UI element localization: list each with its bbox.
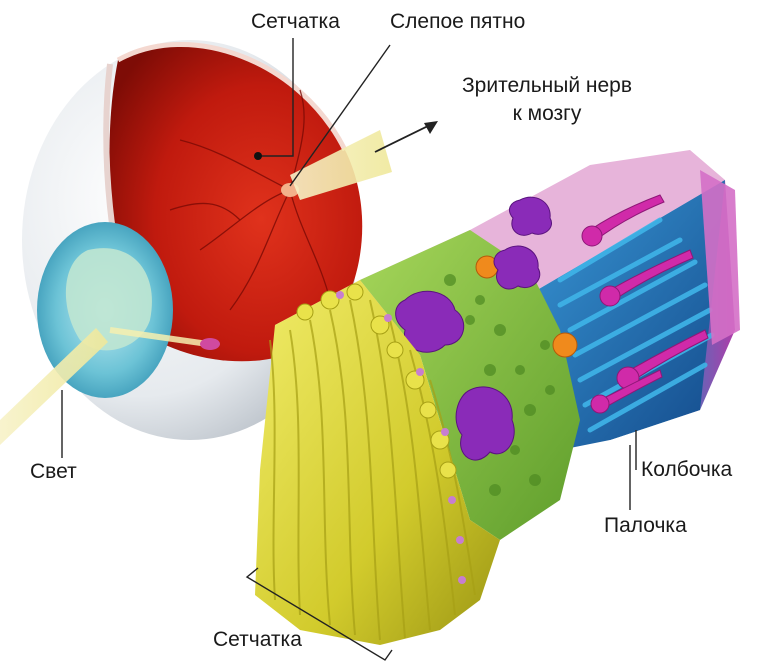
arrow-to-brain xyxy=(375,125,430,152)
label-retina-bottom: Сетчатка xyxy=(213,628,302,651)
focus-point xyxy=(200,338,220,350)
label-blind-spot: Слепое пятно xyxy=(390,10,525,33)
pointer-dot xyxy=(254,152,262,160)
label-optic-nerve-line2: к мозгу xyxy=(432,102,662,125)
label-cone: Колбочка xyxy=(641,458,732,481)
label-optic-nerve-line1: Зрительный нерв xyxy=(432,74,662,97)
label-light: Свет xyxy=(30,460,77,483)
label-retina-top: Сетчатка xyxy=(251,10,340,33)
horizontal-cell xyxy=(553,333,577,357)
label-rod: Палочка xyxy=(604,514,687,537)
